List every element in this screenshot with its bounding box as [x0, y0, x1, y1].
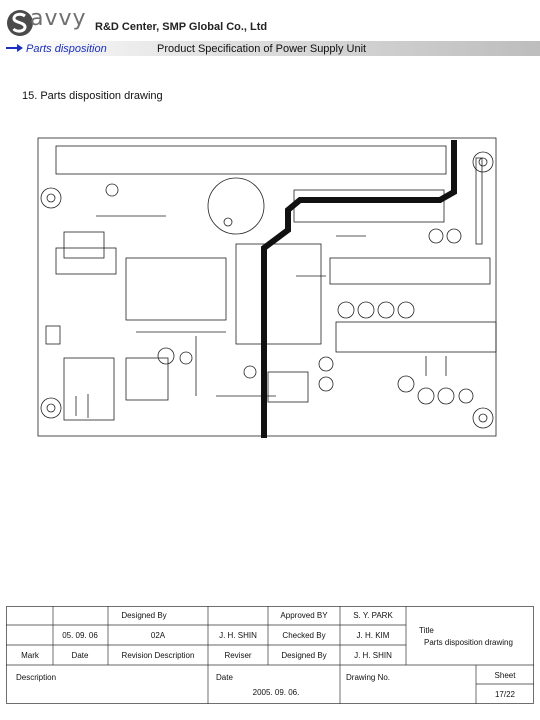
company-name: R&D Center, SMP Global Co., Ltd	[95, 21, 268, 33]
drawing-number-label: Drawing No.	[346, 673, 391, 682]
reviser-label: Reviser	[224, 651, 252, 660]
spec-title: Product Specification of Power Supply Un…	[157, 43, 367, 55]
designed-by-name: J. H. SHIN	[354, 651, 392, 660]
date-column-label: Date	[71, 651, 89, 660]
designed-by-row-label: Designed By	[281, 651, 327, 660]
parts-disposition-link[interactable]: Parts disposition	[26, 43, 107, 55]
title-block-grid	[6, 606, 534, 704]
pcb-parts-drawing	[37, 137, 497, 438]
sheet-label: Sheet	[494, 671, 516, 680]
reviser-name: J. H. SHIN	[219, 631, 257, 640]
revision-date: 05. 09. 06	[62, 631, 98, 640]
revision-description-label: Revision Description	[121, 651, 195, 660]
logo-text: avvy	[30, 6, 87, 31]
title-label: Title	[419, 626, 434, 635]
section-heading: 15. Parts disposition drawing	[22, 90, 163, 102]
savvy-logo	[7, 10, 33, 36]
approved-by-name: S. Y. PARK	[353, 611, 393, 620]
mark-label: Mark	[21, 651, 39, 660]
checked-by-name: J. H. KIM	[356, 631, 390, 640]
approved-by-label: Approved BY	[280, 611, 328, 620]
sheet-value: 17/22	[494, 690, 516, 699]
header-band	[0, 41, 540, 56]
title-value: Parts disposition drawing	[424, 638, 513, 647]
description-label: Description	[16, 673, 57, 682]
arrow-right-icon	[6, 44, 23, 52]
checked-by-label: Checked By	[282, 631, 326, 640]
designed-by-label: Designed By	[121, 611, 167, 620]
date-label: Date	[216, 673, 233, 682]
date-value: 2005. 09. 06.	[252, 688, 300, 697]
revision-code: 02A	[150, 631, 166, 640]
